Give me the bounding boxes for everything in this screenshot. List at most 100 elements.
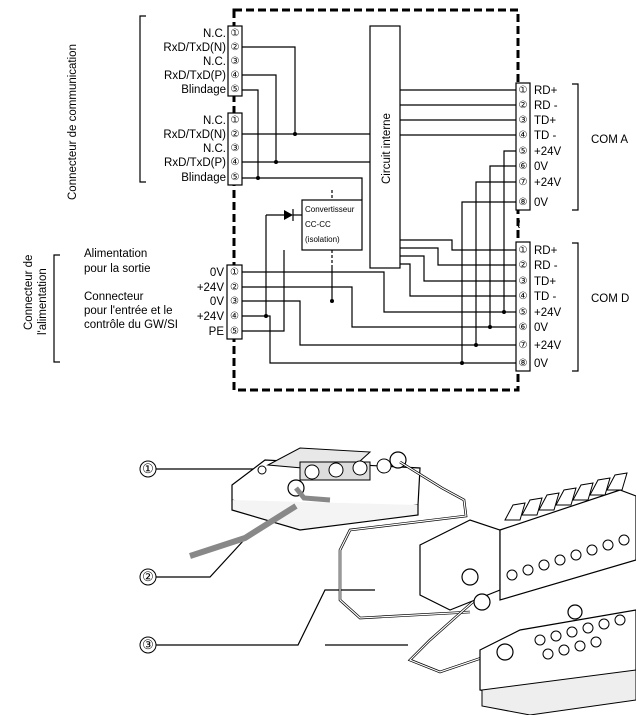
pin-number: ④ <box>519 291 528 302</box>
pin-number: ⑤ <box>231 172 240 183</box>
pin-label: N.C. <box>203 28 226 40</box>
pin-number: ③ <box>519 115 528 126</box>
pin-label: RxD/TxD(N) <box>163 129 226 141</box>
pin-number: ⑤ <box>231 84 240 95</box>
brace-com-a <box>572 83 579 211</box>
pin-label: Blindage <box>181 172 226 184</box>
power-connector: 0V +24V 0V +24V PE ① ② ③ ④ ⑤ <box>197 264 243 340</box>
pin-label: +24V <box>534 146 562 158</box>
comm-connector-top: N.C. RxD/TxD(N) N.C. RxD/TxD(P) Blindage… <box>163 25 243 97</box>
callout-number: ① <box>142 461 154 476</box>
connecteur-line3: contrôle du GW/SI <box>84 319 178 331</box>
pin-number: ① <box>519 85 528 96</box>
brace-alimentation <box>53 254 60 363</box>
pin-number: ③ <box>519 276 528 287</box>
connecteur-line1: Connecteur <box>84 291 144 303</box>
pin-label: RD - <box>534 100 558 112</box>
pin-number: ⑥ <box>519 322 528 333</box>
pin-number: ⑦ <box>519 177 528 188</box>
internal-circuit-label: Circuit interne <box>381 113 393 184</box>
side-label-communication: Connecteur de communication <box>67 44 79 200</box>
pin-label: TD+ <box>534 115 556 127</box>
pin-number: ① <box>231 28 240 39</box>
side-label-alimentation-1: Connecteur de <box>23 255 35 330</box>
pin-label: RxD/TxD(N) <box>163 42 226 54</box>
pin-label: +24V <box>534 307 562 319</box>
dc-dc-converter <box>301 199 363 251</box>
pin-label: TD - <box>534 130 557 142</box>
pin-number: ⑤ <box>230 326 239 337</box>
pin-number: ④ <box>230 311 239 322</box>
com-a-label: COM A <box>591 134 628 146</box>
pin-label: 0V <box>534 322 548 334</box>
com-d-label: COM D <box>591 293 629 305</box>
pin-label: +24V <box>197 311 225 323</box>
pin-number: ② <box>519 100 528 111</box>
pin-number: ⑥ <box>519 161 528 172</box>
pin-number: ③ <box>230 296 239 307</box>
pin-label: N.C. <box>203 115 226 127</box>
callout-3: ③ <box>139 589 408 654</box>
converter-line3: (isolation) <box>305 235 340 244</box>
pin-number: ② <box>230 282 239 293</box>
pin-label: RxD/TxD(P) <box>164 70 226 82</box>
pin-label: 0V <box>210 267 224 279</box>
converter-line1: Convertisseur <box>305 205 355 214</box>
pin-label: 0V <box>534 358 548 370</box>
pin-number: ③ <box>231 56 240 67</box>
pin-number: ② <box>231 129 240 140</box>
pin-label: +24V <box>534 340 562 352</box>
alimentation-line2: pour la sortie <box>84 263 150 275</box>
gateway-unit-illustration <box>231 447 421 531</box>
pin-number: ⑤ <box>519 307 528 318</box>
callout-2: ② <box>139 539 245 586</box>
pin-label: N.C. <box>203 143 226 155</box>
pin-label: 0V <box>534 161 548 173</box>
pin-number: ② <box>231 42 240 53</box>
alimentation-line1: Alimentation <box>84 248 147 260</box>
callout-1: ① <box>139 460 262 478</box>
connecteur-line2: pour l'entrée et le <box>84 305 173 317</box>
wiring <box>242 46 516 365</box>
pin-label: RD+ <box>534 85 558 97</box>
pin-number: ③ <box>231 143 240 154</box>
pin-label: Blindage <box>181 84 226 96</box>
pin-number: ④ <box>231 157 240 168</box>
power-cable <box>189 503 298 559</box>
pin-label: RxD/TxD(P) <box>164 157 226 169</box>
com-a-connector: ① ② ③ ④ ⑤ ⑥ ⑦ ⑧ RD+ RD - TD+ TD - +24V 0… <box>515 82 628 211</box>
converter-line2: CC-CC <box>305 220 331 229</box>
callout-number: ② <box>142 569 154 584</box>
pin-label: 0V <box>210 296 224 308</box>
separator-glyph: ≀ <box>516 215 522 232</box>
valve-manifold-illustration <box>419 472 636 611</box>
pin-label: N.C. <box>203 56 226 68</box>
internal-circuit-block <box>369 25 401 269</box>
pin-number: ⑦ <box>519 340 528 351</box>
comm-connector-bottom: N.C. RxD/TxD(N) N.C. RxD/TxD(P) Blindage… <box>163 112 243 186</box>
pin-number: ① <box>519 245 528 256</box>
callout-number: ③ <box>142 637 154 652</box>
pin-number: ④ <box>231 70 240 81</box>
pin-number: ① <box>230 267 239 278</box>
brace-communication <box>139 15 146 183</box>
pin-number: ④ <box>519 130 528 141</box>
pin-number: ⑧ <box>519 358 528 369</box>
pin-label: 0V <box>534 197 548 209</box>
side-label-alimentation-2: l'alimentation <box>37 268 49 335</box>
pin-label: +24V <box>197 282 225 294</box>
pin-label: RD+ <box>534 245 558 257</box>
pin-number: ② <box>519 260 528 271</box>
diode-icon <box>266 209 302 221</box>
com-d-connector: ① ② ③ ④ ⑤ ⑥ ⑦ ⑧ RD+ RD - TD+ TD - +24V 0… <box>515 241 629 372</box>
pin-label: +24V <box>534 177 562 189</box>
pin-number: ① <box>231 115 240 126</box>
pin-label: TD+ <box>534 276 556 288</box>
pin-label: PE <box>209 326 225 338</box>
pin-number: ⑤ <box>519 146 528 157</box>
input-module-illustration <box>479 604 636 715</box>
pin-number: ⑧ <box>519 197 528 208</box>
pin-label: TD - <box>534 291 557 303</box>
brace-com-d <box>572 242 579 372</box>
